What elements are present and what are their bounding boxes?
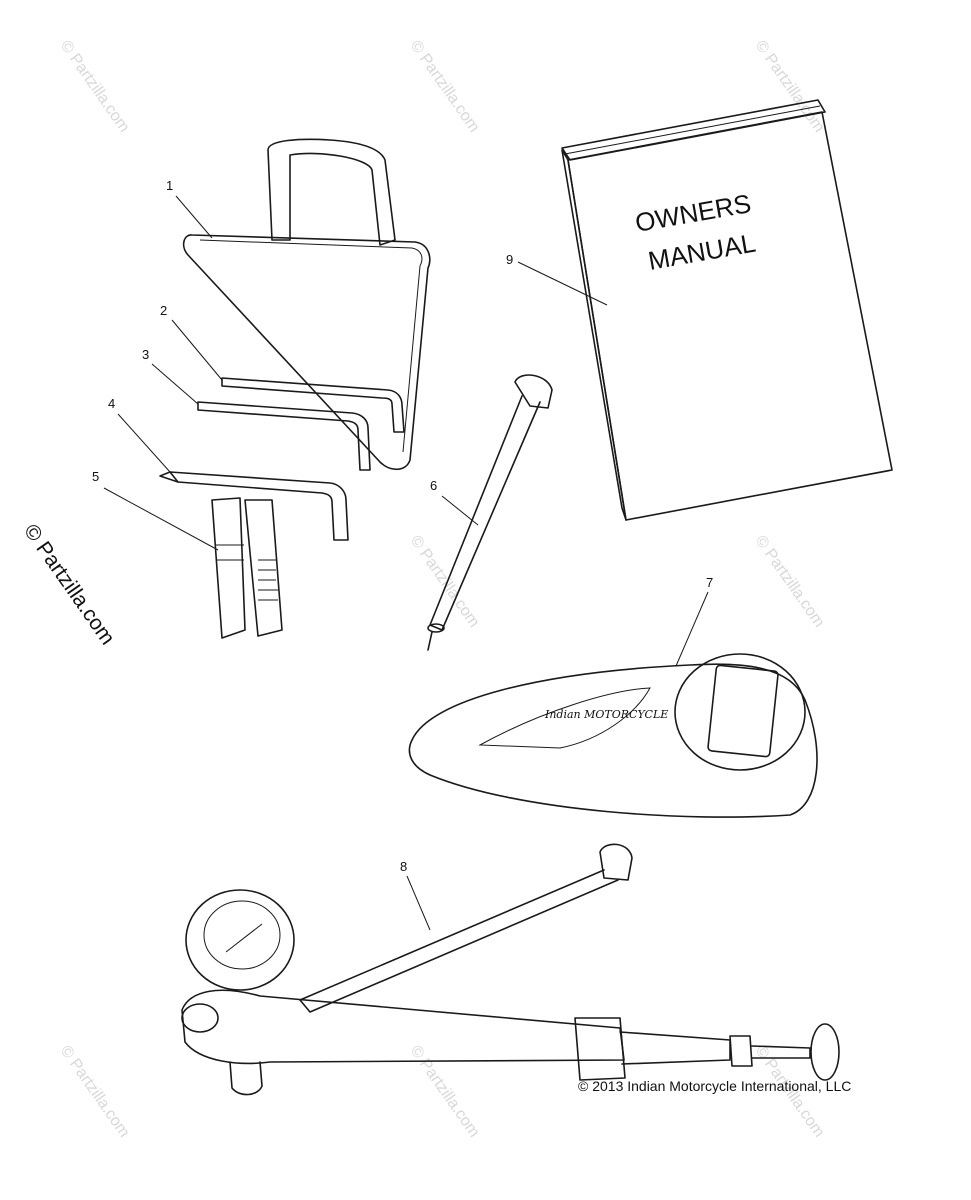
callout-number: 1 [166, 178, 173, 193]
part-2-hex-key [221, 377, 405, 433]
watermark: © Partzilla.com [407, 1043, 483, 1141]
part-7-tank-console: Indian MOTORCYCLE [408, 653, 818, 818]
watermark: © Partzilla.com [752, 533, 828, 631]
callout-9: 9 [506, 252, 608, 306]
part-4-screwdriver-bit [159, 471, 349, 541]
callout-number: 7 [706, 575, 713, 590]
callout-number: 9 [506, 252, 513, 267]
part-3-hex-key [197, 401, 371, 471]
watermark: © Partzilla.com [57, 1043, 133, 1141]
watermark: © Partzilla.com [407, 38, 483, 136]
callout-number: 5 [92, 469, 99, 484]
part-8-air-pump [181, 843, 840, 1096]
callout-7: 7 [675, 575, 713, 667]
watermark: © Partzilla.com [407, 533, 483, 631]
manual-title-line2: MANUAL [646, 228, 758, 276]
part-6-extension-rod [427, 374, 553, 651]
callout-3: 3 [142, 347, 199, 405]
watermark: © Partzilla.com [57, 38, 133, 136]
callout-5: 5 [92, 469, 219, 551]
callout-8: 8 [400, 859, 431, 931]
callout-number: 2 [160, 303, 167, 318]
callout-number: 8 [400, 859, 407, 874]
part-9-owners-manual: OWNERS MANUAL [561, 99, 893, 521]
callout-1: 1 [166, 178, 213, 239]
callout-4: 4 [108, 396, 171, 473]
part-5-fuse-puller [211, 497, 283, 639]
callout-6: 6 [430, 478, 479, 526]
callout-number: 4 [108, 396, 115, 411]
callout-number: 3 [142, 347, 149, 362]
part-1-tool-bag [182, 138, 431, 471]
callout-2: 2 [160, 303, 223, 381]
watermark: © Partzilla.com [752, 38, 828, 136]
copyright-notice: © 2013 Indian Motorcycle International, … [578, 1078, 852, 1094]
tank-logo-text: Indian MOTORCYCLE [544, 708, 668, 721]
callout-number: 6 [430, 478, 437, 493]
